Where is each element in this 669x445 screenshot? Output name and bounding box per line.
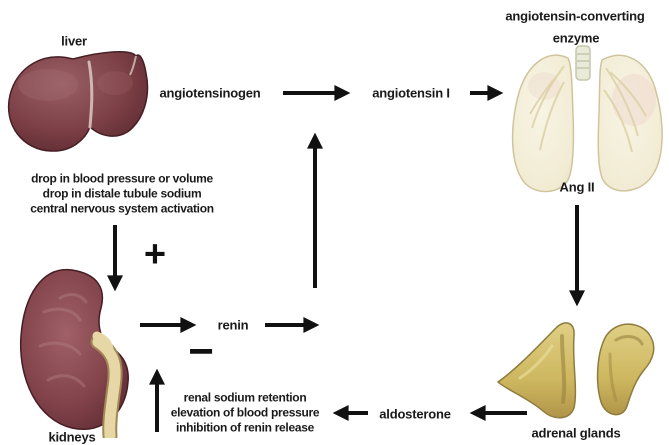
stimuli-line-1: drop in blood pressure or volume (31, 171, 213, 186)
minus-sign: − (188, 327, 214, 376)
stimuli-line-2: drop in distale tubule sodium (42, 186, 202, 201)
label-ace-line2: enzyme (552, 30, 600, 46)
label-angiotensinogen: angiotensinogen (159, 85, 261, 101)
label-ace-line1: angiotensin-converting (505, 8, 645, 24)
effects-line-2: elevation of blood pressure (170, 405, 320, 420)
kidney-illustration (14, 262, 142, 438)
stimuli-note: drop in blood pressure or volume drop in… (30, 172, 214, 217)
lungs-illustration (500, 42, 669, 198)
label-renin: renin (217, 317, 249, 333)
label-kidneys: kidneys (48, 429, 96, 445)
effects-line-3: inhibition of renin release (176, 420, 314, 435)
plus-sign: + (143, 233, 167, 276)
effects-note: renal sodium retention elevation of bloo… (171, 391, 320, 436)
adrenal-glands-illustration (490, 314, 669, 426)
label-adrenal-glands: adrenal glands (531, 425, 621, 441)
effects-line-1: renal sodium retention (183, 390, 307, 405)
liver-illustration (3, 45, 155, 157)
label-liver: liver (61, 33, 87, 49)
label-aldosterone: aldosterone (379, 406, 451, 422)
stimuli-line-3: central nervous system activation (30, 201, 214, 216)
label-angiotensin-i: angiotensin I (372, 85, 450, 101)
label-ang-ii: Ang II (559, 179, 595, 195)
